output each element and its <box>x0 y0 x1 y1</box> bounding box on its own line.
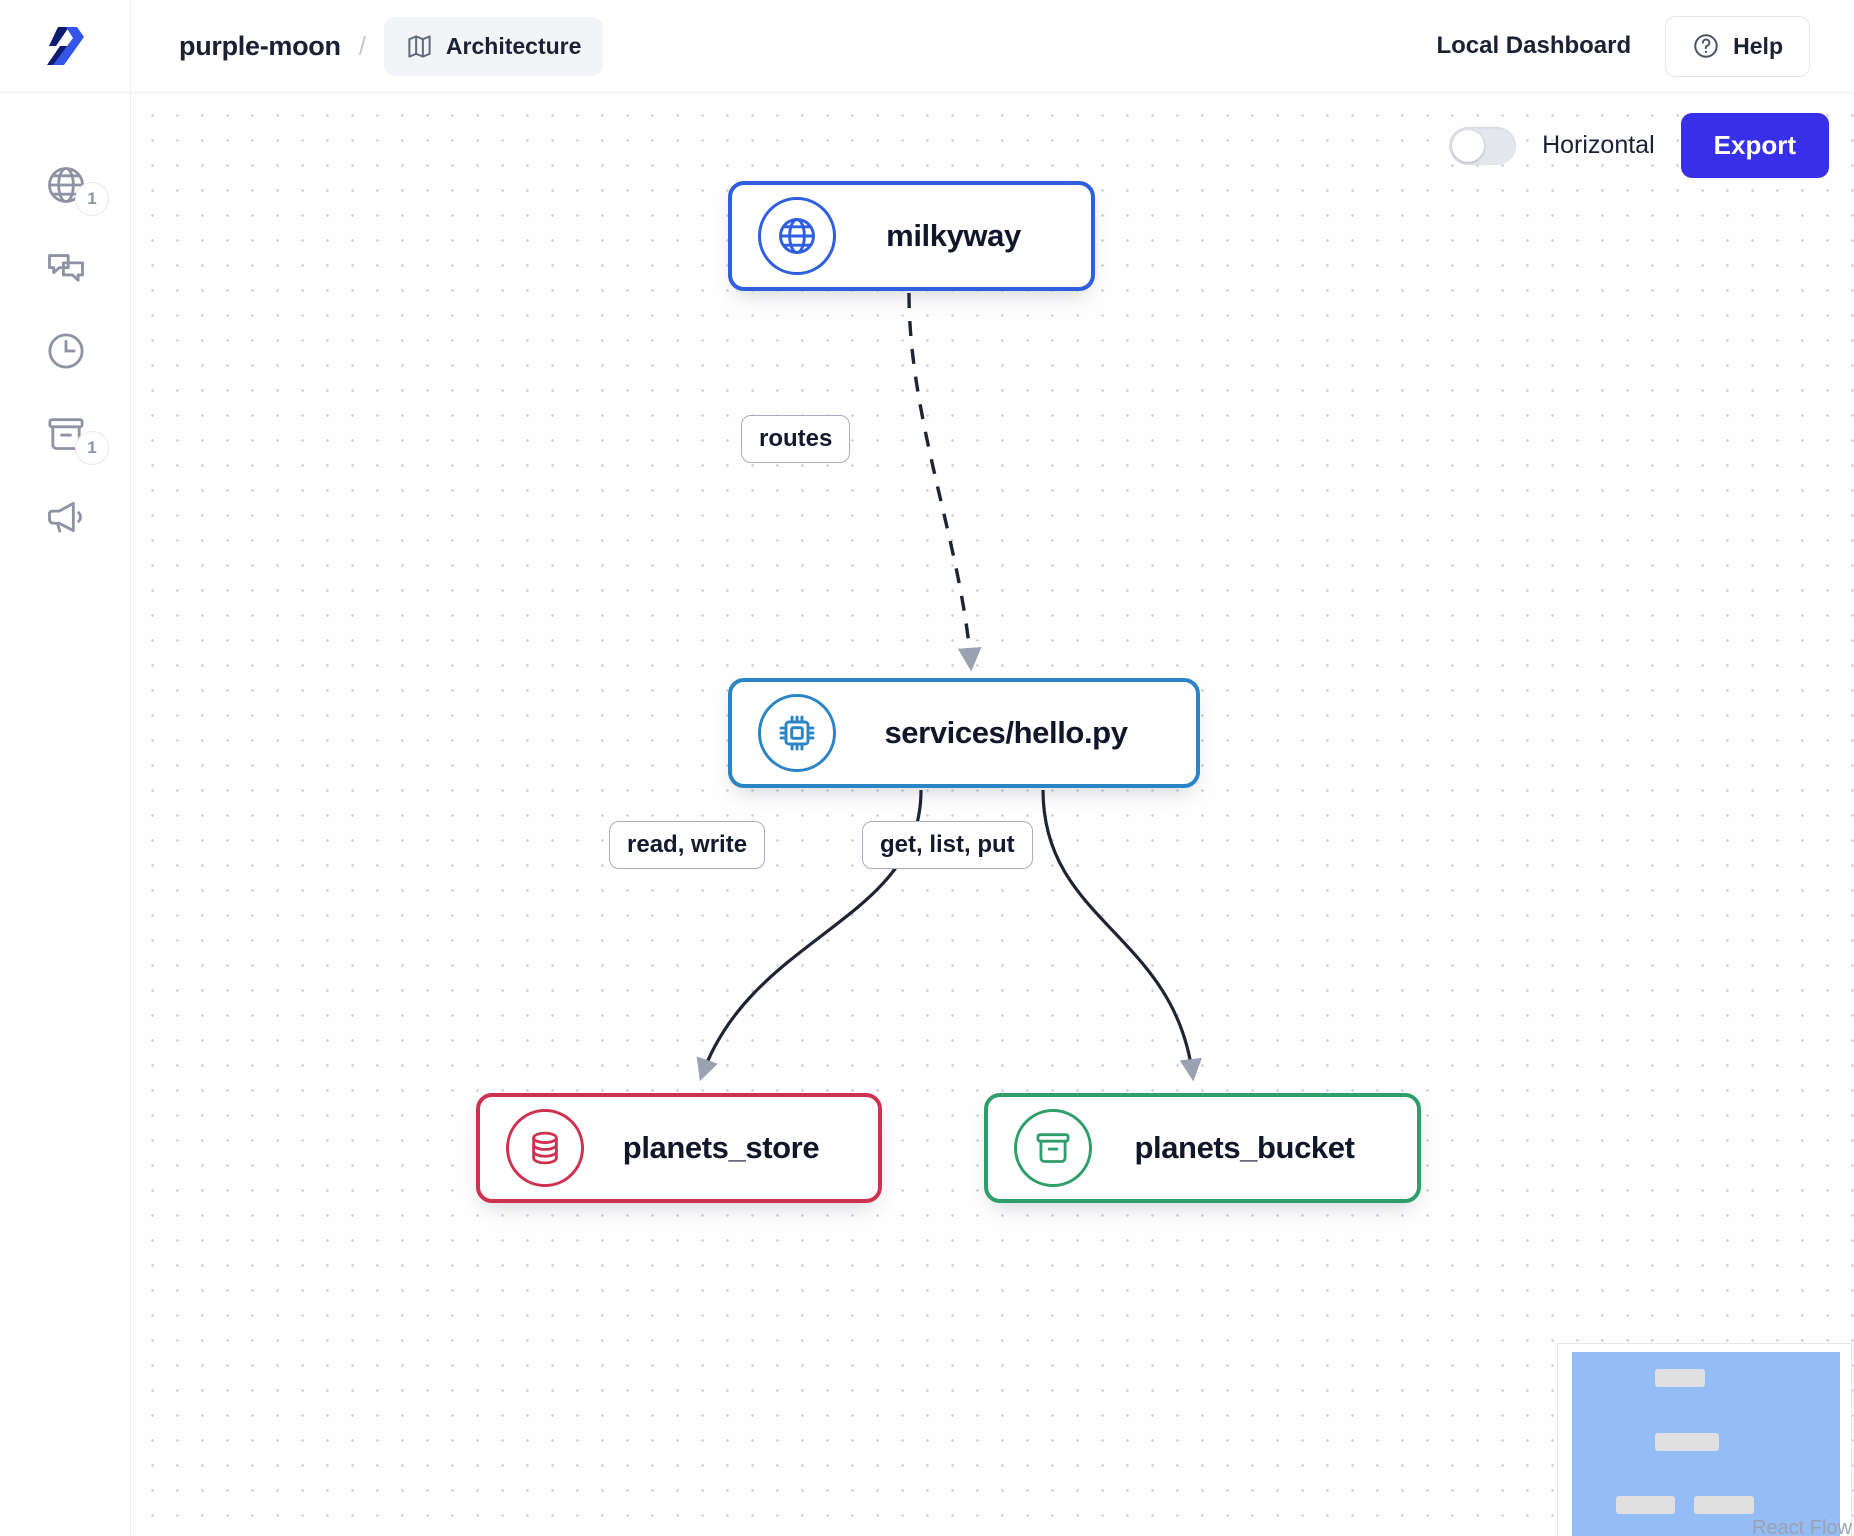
map-icon <box>408 34 431 58</box>
help-button[interactable]: Help <box>1665 15 1810 77</box>
sidebar-item-announcements[interactable] <box>0 475 131 558</box>
node-milkyway[interactable]: milkyway <box>728 181 1095 291</box>
minimap-node-milkyway <box>1655 1369 1705 1387</box>
sidebar-item-endpoints[interactable]: 1 <box>0 143 131 226</box>
toggle-knob <box>1452 129 1485 162</box>
edge-get-list-put[interactable] <box>1041 789 1202 1082</box>
sidebar-badge-endpoints: 1 <box>75 182 109 216</box>
edge-label-routes[interactable]: routes <box>741 415 851 463</box>
breadcrumb-separator: / <box>358 30 366 61</box>
node-milkyway-icon-wrap <box>758 197 836 275</box>
node-services-hello-py[interactable]: services/hello.py <box>728 678 1200 788</box>
node-planets-bucket[interactable]: planets_bucket <box>984 1093 1421 1203</box>
minimap-node-store <box>1616 1496 1675 1514</box>
tab-architecture[interactable]: Architecture <box>383 16 604 76</box>
header-actions: Local Dashboard Help <box>1436 15 1854 77</box>
node-planets-bucket-label: planets_bucket <box>1134 1130 1355 1165</box>
chip-icon <box>779 715 815 751</box>
app-logo-icon <box>47 27 84 65</box>
megaphone-icon <box>47 501 82 533</box>
react-flow-attribution[interactable]: React Flow <box>1751 1517 1852 1536</box>
node-bucket-icon-wrap <box>1014 1109 1092 1187</box>
bucket-icon <box>1036 1133 1070 1163</box>
tab-architecture-label: Architecture <box>445 32 582 59</box>
local-dashboard-label: Local Dashboard <box>1436 32 1632 59</box>
minimap-node-services <box>1655 1433 1719 1451</box>
question-circle-icon <box>1694 34 1718 58</box>
horizontal-layout-toggle[interactable] <box>1449 126 1517 165</box>
minimap-node-bucket <box>1694 1496 1754 1514</box>
sidebar-badge-storage: 1 <box>75 431 109 465</box>
sidebar-item-messaging[interactable] <box>0 226 131 309</box>
minimap[interactable] <box>1557 1343 1852 1536</box>
edge-routes[interactable] <box>907 292 982 672</box>
node-planets-store[interactable]: planets_store <box>476 1093 882 1203</box>
top-header: purple-moon / Architecture Local Dashboa… <box>0 0 1854 93</box>
chat-icon <box>47 253 84 282</box>
node-service-icon-wrap <box>758 694 836 772</box>
horizontal-toggle-label: Horizontal <box>1542 131 1655 159</box>
breadcrumb-project[interactable]: purple-moon <box>179 30 341 61</box>
export-button[interactable]: Export <box>1680 113 1829 178</box>
canvas-controls: Horizontal Export <box>1449 113 1829 178</box>
edge-layer <box>696 292 1202 1082</box>
sidebar-item-schedules[interactable] <box>0 309 131 392</box>
database-icon <box>532 1131 558 1165</box>
node-services-hello-py-label: services/hello.py <box>884 715 1128 750</box>
edge-label-get-list-put[interactable]: get, list, put <box>862 821 1033 869</box>
architecture-canvas[interactable]: milkyway services/hello.py <box>131 93 1854 1536</box>
sidebar-item-storage[interactable]: 1 <box>0 392 131 475</box>
node-milkyway-label: milkyway <box>886 218 1021 253</box>
node-planets-store-label: planets_store <box>622 1130 820 1165</box>
clock-icon <box>47 332 84 369</box>
breadcrumb: purple-moon / Architecture <box>179 16 604 76</box>
edge-label-read-write[interactable]: read, write <box>609 821 766 869</box>
app-logo[interactable] <box>0 0 131 93</box>
help-button-label: Help <box>1733 32 1783 59</box>
node-store-icon-wrap <box>506 1109 584 1187</box>
globe-icon <box>779 218 815 254</box>
left-sidebar: 1 1 <box>0 93 131 1536</box>
